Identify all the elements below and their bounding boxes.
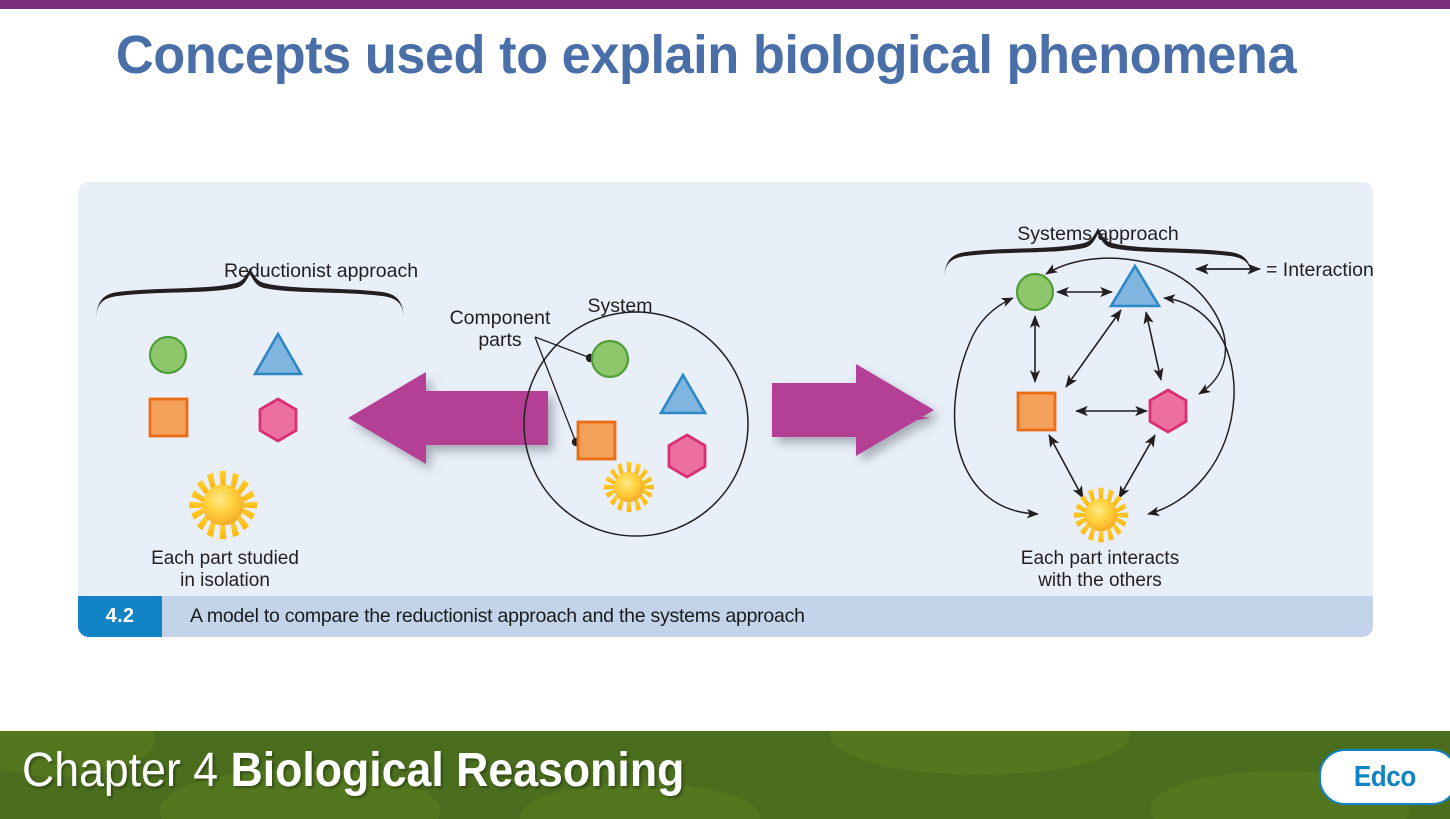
arrow-triangle-hexagon bbox=[1143, 311, 1164, 381]
orange-square-shape bbox=[148, 397, 189, 438]
systems-pink-hexagon bbox=[1148, 388, 1188, 434]
edco-logo-text: Edco bbox=[1353, 760, 1416, 793]
banner-title: Chapter 4 Biological Reasoning bbox=[22, 743, 684, 798]
figure-number-badge: 4.2 bbox=[78, 596, 162, 637]
arrow-triangle-sun-curve bbox=[1147, 294, 1235, 516]
leader-line-square bbox=[534, 336, 576, 441]
reductionist-heading: Reductionist approach bbox=[224, 260, 418, 282]
pink-hexagon-shape bbox=[258, 397, 298, 443]
systems-footer-line2: with the others bbox=[1037, 570, 1162, 591]
system-blue-triangle bbox=[658, 372, 708, 415]
figure-panel: Reductionist approach bbox=[78, 182, 1373, 637]
edco-logo[interactable]: Edco bbox=[1319, 749, 1450, 805]
banner-subject-label: Biological Reasoning bbox=[230, 744, 685, 797]
figure-caption-text: A model to compare the reductionist appr… bbox=[190, 605, 805, 627]
system-group: System Component parts bbox=[450, 295, 749, 537]
reductionist-footer-line2: in isolation bbox=[180, 570, 270, 591]
top-accent-bar bbox=[0, 0, 1450, 9]
page-title: Concepts used to explain biological phen… bbox=[115, 25, 1297, 85]
systems-orange-square bbox=[1016, 391, 1057, 432]
sun-icon-right bbox=[1073, 487, 1129, 543]
arrow-hexagon-sun bbox=[1118, 434, 1156, 499]
system-orange-square bbox=[576, 420, 617, 461]
legend-label: = Interaction bbox=[1266, 259, 1373, 281]
systems-footer-line1: Each part interacts bbox=[1021, 548, 1179, 569]
system-boundary-circle bbox=[523, 311, 749, 537]
figure-diagram: Reductionist approach bbox=[96, 223, 1373, 591]
sun-icon-left bbox=[189, 471, 257, 539]
systems-green-circle bbox=[1015, 272, 1055, 312]
purple-arrow-left bbox=[348, 372, 548, 464]
figure-caption-bar: 4.2 A model to compare the reductionist … bbox=[78, 596, 1373, 637]
reductionist-footer-line1: Each part studied bbox=[151, 548, 299, 569]
systems-group: Systems approach bbox=[944, 223, 1252, 591]
sun-icon-middle bbox=[603, 461, 655, 513]
leader-line-circle bbox=[534, 336, 589, 358]
reductionist-group: Reductionist approach bbox=[96, 260, 418, 591]
bottom-banner: Chapter 4 Biological Reasoning Edco bbox=[0, 731, 1450, 819]
system-pink-hexagon bbox=[667, 433, 707, 479]
systems-blue-triangle bbox=[1108, 263, 1162, 308]
banner-chapter-label: Chapter 4 bbox=[22, 744, 231, 797]
arrow-square-sun bbox=[1048, 434, 1084, 499]
arrow-circle-hexagon-curve bbox=[1045, 257, 1227, 395]
component-parts-line2: parts bbox=[478, 329, 522, 351]
purple-arrow-right bbox=[772, 364, 934, 456]
interaction-legend: = Interaction bbox=[1194, 259, 1373, 281]
arrow-square-triangle bbox=[1065, 309, 1122, 388]
system-green-circle bbox=[590, 339, 630, 379]
component-parts-line1: Component bbox=[450, 307, 551, 329]
blue-triangle-shape bbox=[252, 331, 304, 376]
interaction-arrows-curved bbox=[953, 257, 1235, 519]
green-circle-shape bbox=[148, 335, 188, 375]
arrow-sun-circle-curve bbox=[953, 297, 1039, 519]
